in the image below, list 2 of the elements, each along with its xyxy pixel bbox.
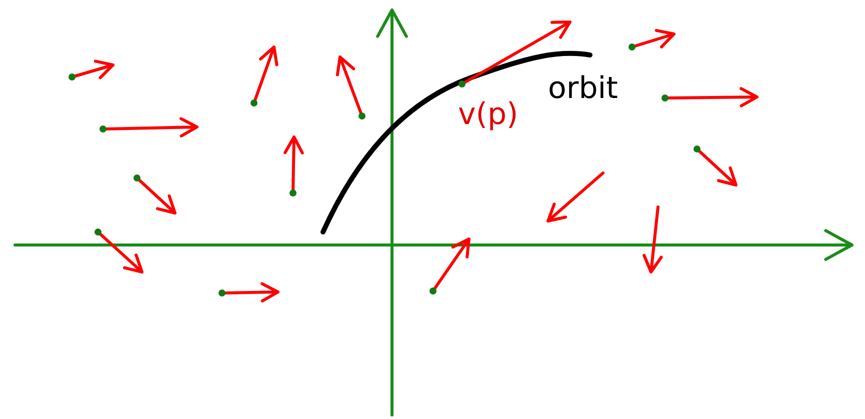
orbit-label: orbit	[548, 72, 618, 106]
vector-label: v(p)	[458, 98, 518, 132]
